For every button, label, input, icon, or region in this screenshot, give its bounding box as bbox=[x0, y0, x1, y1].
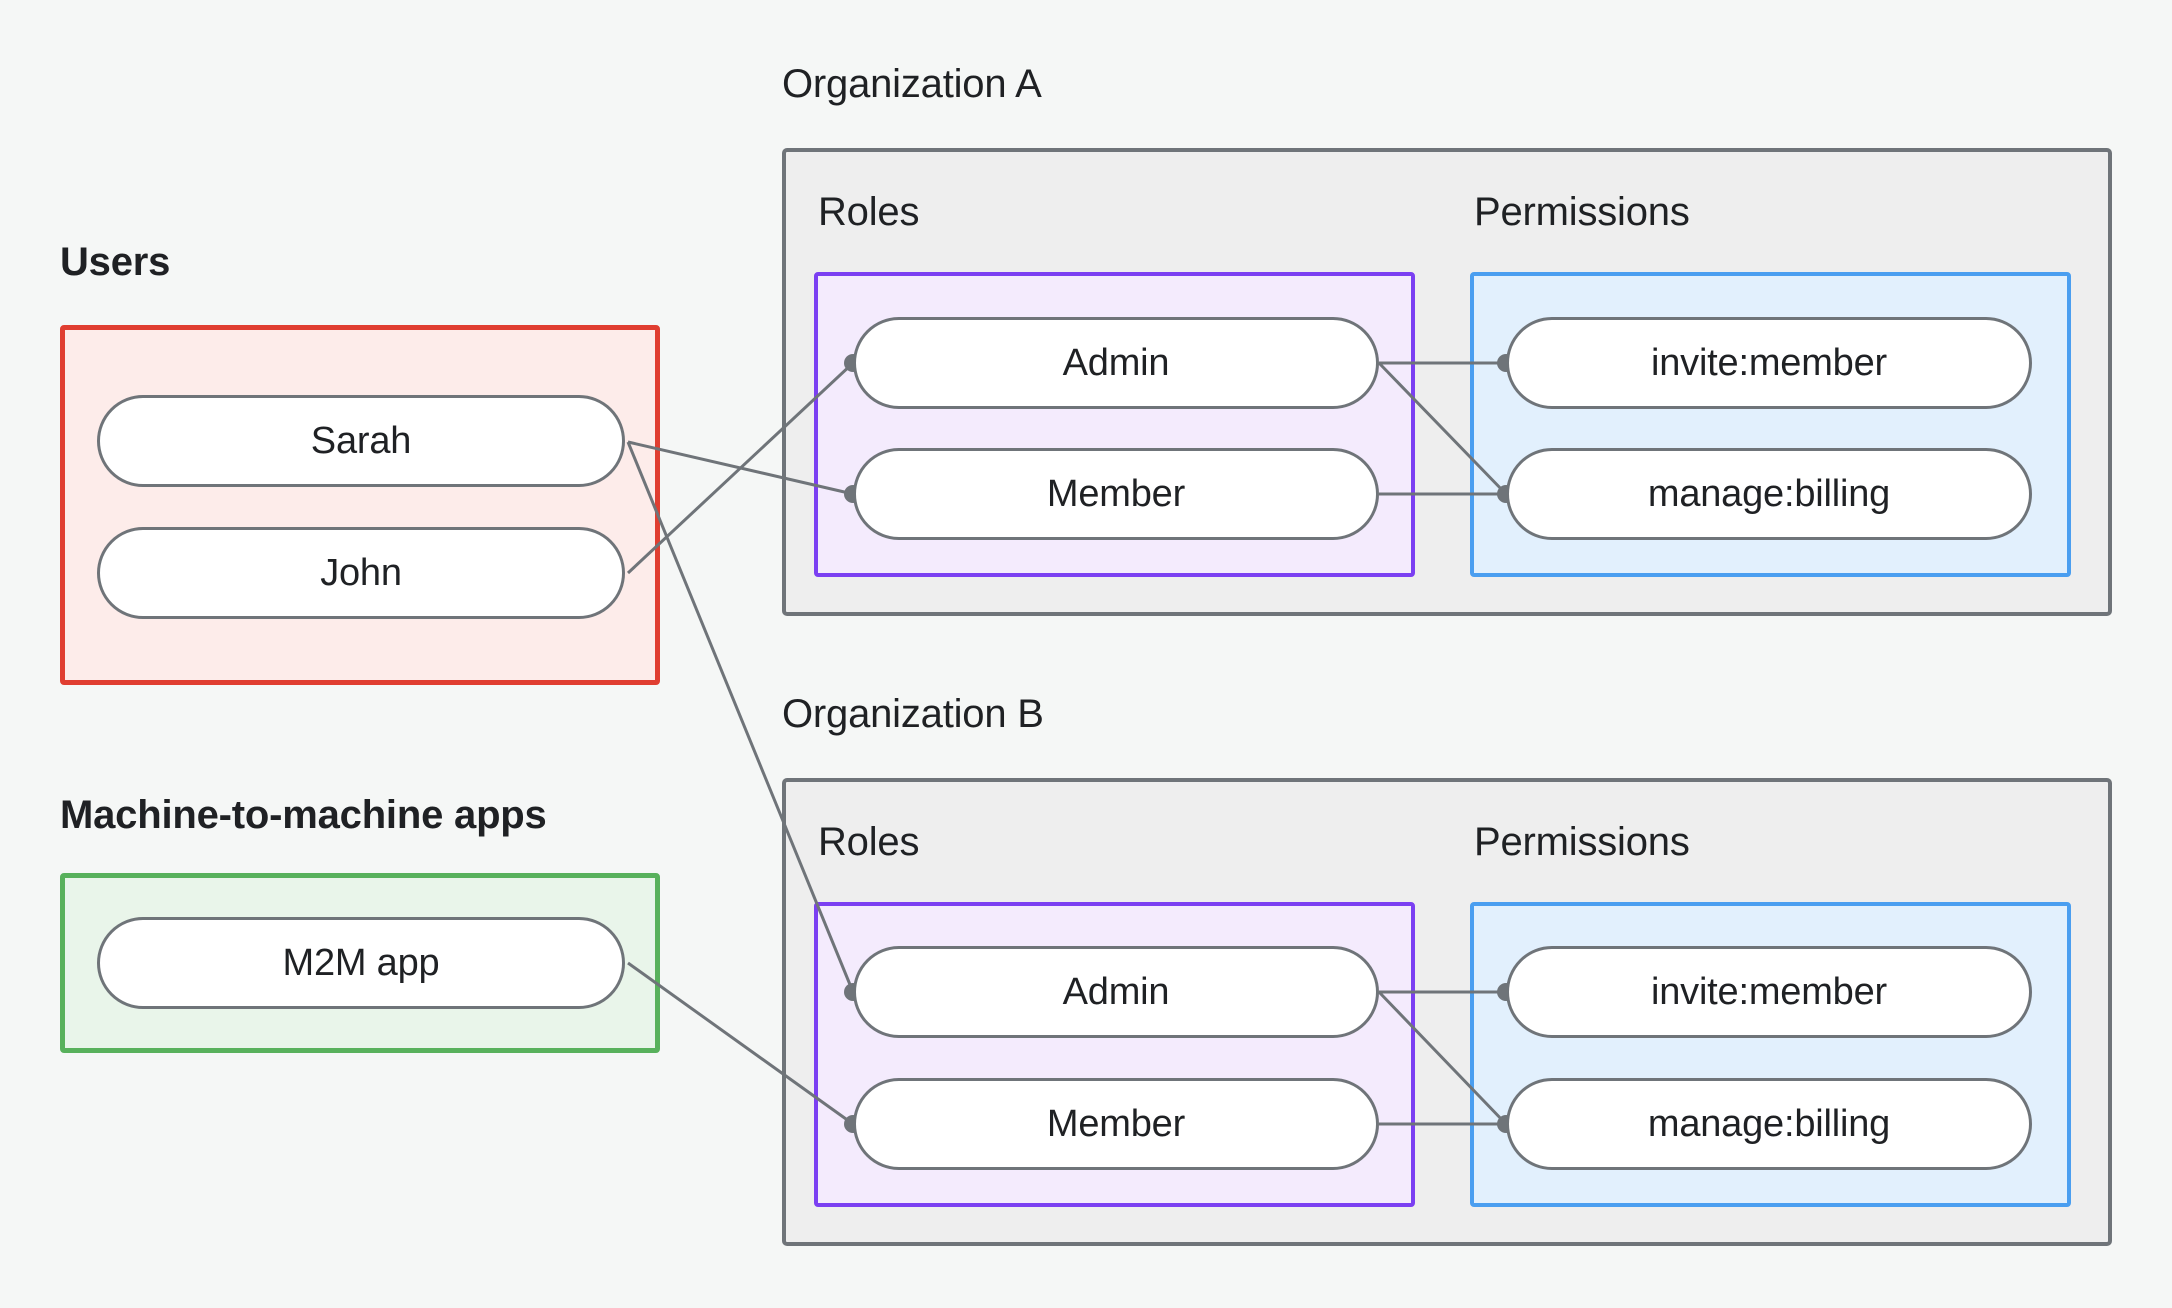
node-orgA-perm-manage-billing[interactable]: manage:billing bbox=[1506, 448, 2032, 540]
organization-a-label: Organization A bbox=[782, 62, 1042, 106]
node-orgA-role-admin[interactable]: Admin bbox=[853, 317, 1379, 409]
organization-b-permissions-title: Permissions bbox=[1474, 820, 1690, 864]
organization-a-roles-title: Roles bbox=[818, 190, 920, 234]
node-sarah[interactable]: Sarah bbox=[97, 395, 625, 487]
node-orgB-role-member[interactable]: Member bbox=[853, 1078, 1379, 1170]
node-orgB-perm-manage-billing[interactable]: manage:billing bbox=[1506, 1078, 2032, 1170]
organization-b-roles-title: Roles bbox=[818, 820, 920, 864]
node-orgB-perm-invite-member[interactable]: invite:member bbox=[1506, 946, 2032, 1038]
node-orgA-role-member[interactable]: Member bbox=[853, 448, 1379, 540]
organization-a-permissions-title: Permissions bbox=[1474, 190, 1690, 234]
node-orgA-perm-invite-member[interactable]: invite:member bbox=[1506, 317, 2032, 409]
node-orgB-role-admin[interactable]: Admin bbox=[853, 946, 1379, 1038]
organization-b-label: Organization B bbox=[782, 692, 1044, 736]
users-group-label: Users bbox=[60, 240, 171, 284]
users-group-box bbox=[60, 325, 660, 685]
m2m-group-label: Machine-to-machine apps bbox=[60, 793, 547, 837]
node-john[interactable]: John bbox=[97, 527, 625, 619]
node-m2m-app[interactable]: M2M app bbox=[97, 917, 625, 1009]
